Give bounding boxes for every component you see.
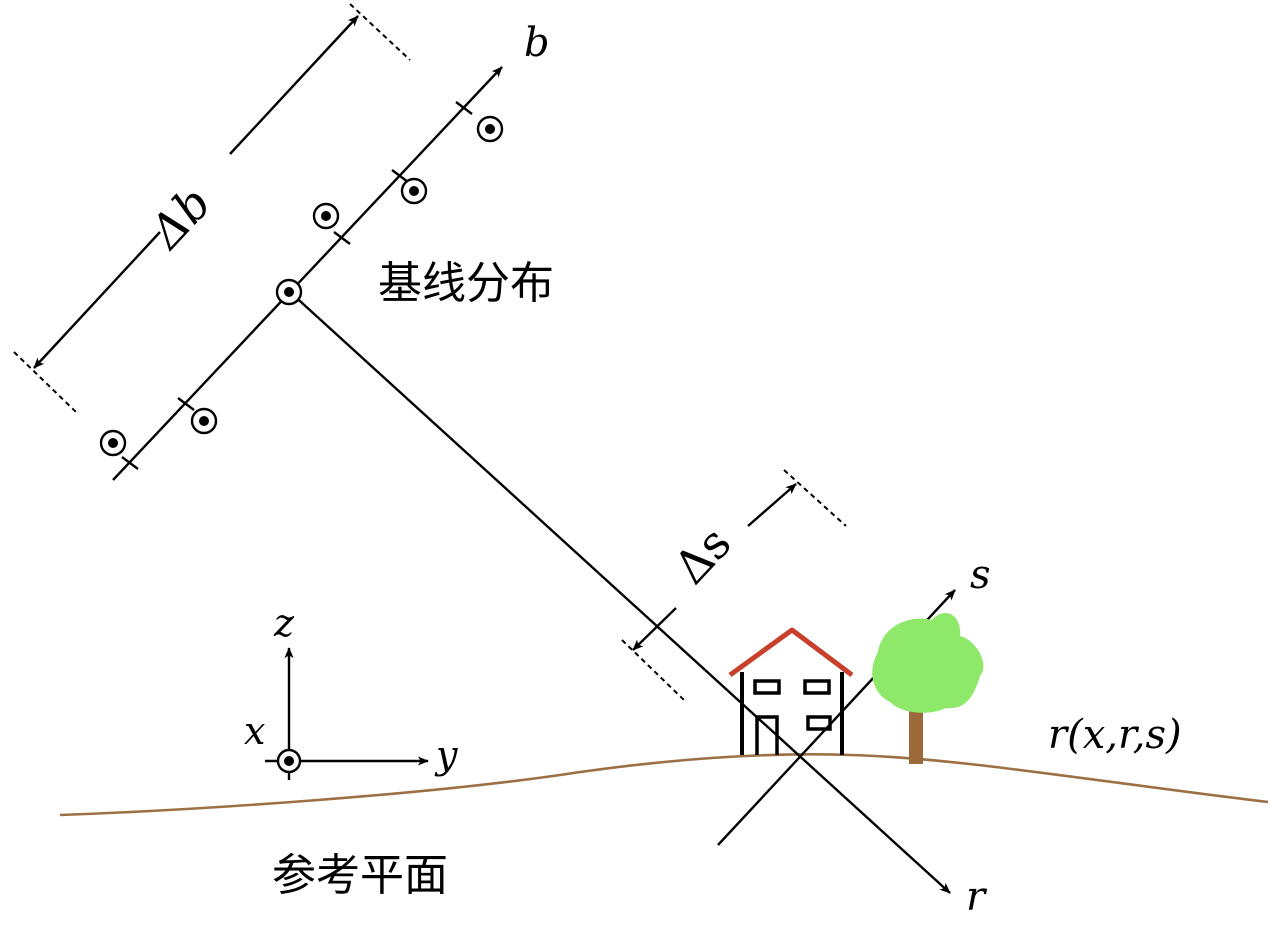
house-icon <box>728 627 854 755</box>
baseline-axis <box>112 66 503 481</box>
range-axis <box>289 291 951 894</box>
coordinate-axes <box>265 647 429 780</box>
range-axis-label: r <box>966 874 988 920</box>
x-axis-out-of-plane-icon <box>276 748 302 774</box>
baseline-distribution-label: 基线分布 <box>378 258 554 309</box>
baseline-ticks <box>121 101 473 470</box>
elevation-spread-label: Δs <box>663 516 741 594</box>
satellite-positions <box>99 115 504 457</box>
target-function-label: r(x,r,s) <box>1048 712 1182 758</box>
baseline-spread-label: Δb <box>138 176 222 260</box>
circled-dot-icon <box>312 202 340 230</box>
reference-plane-ground <box>59 753 1269 817</box>
circled-dot-icon <box>275 278 303 306</box>
circled-dot-icon <box>476 115 504 143</box>
circled-dot-icon <box>400 177 428 205</box>
y-axis-label: y <box>434 733 458 777</box>
circled-dot-icon <box>190 407 218 435</box>
tree-icon <box>872 613 984 764</box>
x-axis-label: x <box>244 709 265 753</box>
baseline-spread-dimension <box>13 3 411 413</box>
z-axis-label: z <box>273 601 295 645</box>
reference-plane-label: 参考平面 <box>272 850 448 901</box>
baseline-axis-label: b <box>524 20 550 66</box>
circled-dot-icon <box>99 429 127 457</box>
elevation-axis-label: s <box>970 552 991 598</box>
elevation-spread-dimension <box>621 469 847 701</box>
